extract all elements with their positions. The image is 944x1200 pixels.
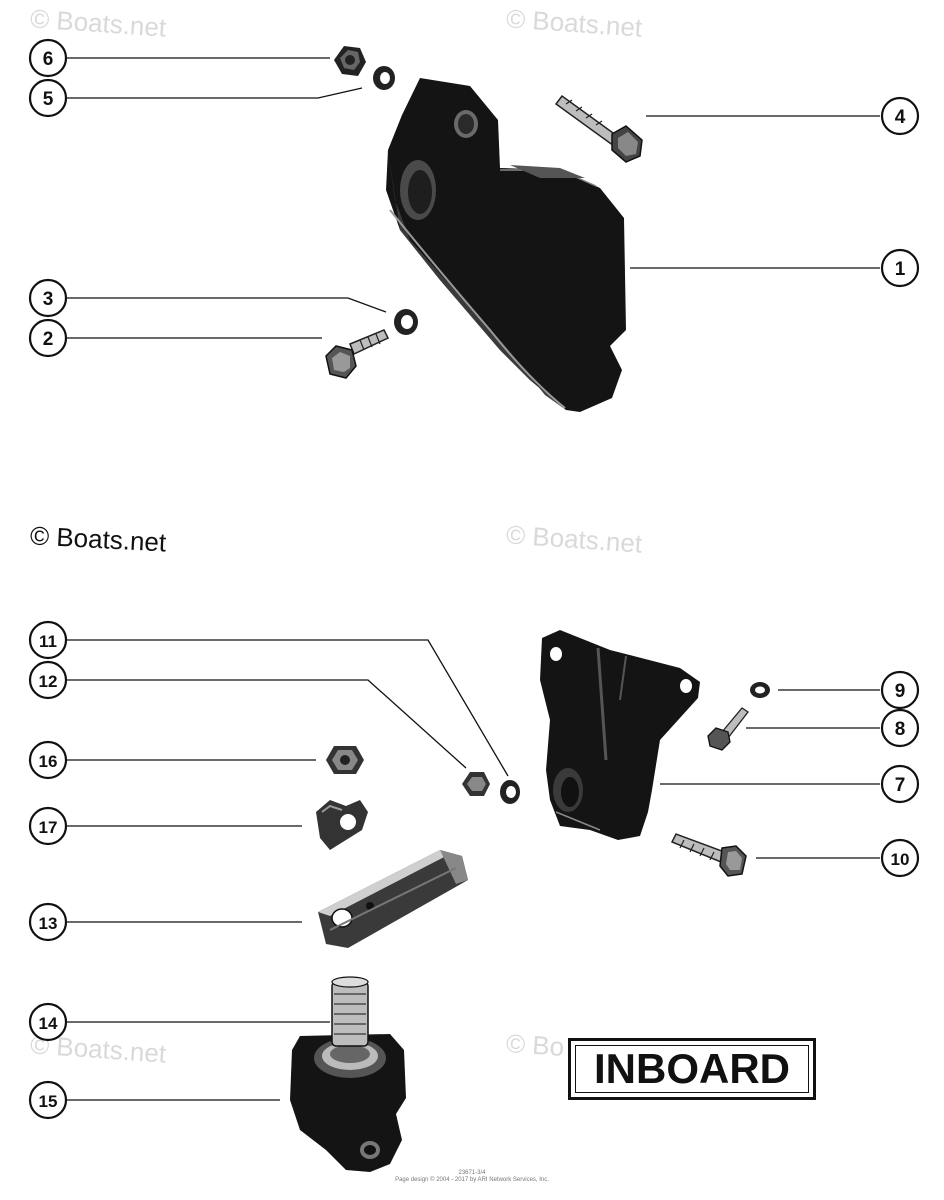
callout-17: 17 xyxy=(28,806,68,846)
footer: 23671-3/4 Page design © 2004 - 2017 by A… xyxy=(0,1170,944,1184)
rubber-mount-part xyxy=(290,976,406,1172)
callout-6: 6 xyxy=(28,38,68,78)
bolt-part xyxy=(554,94,643,163)
callout-15: 15 xyxy=(28,1080,68,1120)
nut-part xyxy=(326,746,364,774)
nut-part xyxy=(334,46,366,76)
leader-lines-top xyxy=(66,57,880,339)
inboard-label: INBOARD xyxy=(575,1045,809,1093)
svg-text:5: 5 xyxy=(43,89,54,110)
bolt-part xyxy=(670,833,747,877)
callout-circles: 6 5 4 1 3 2 11 xyxy=(28,38,920,1120)
svg-text:11: 11 xyxy=(39,632,57,651)
callout-5: 5 xyxy=(28,78,68,118)
washer-part xyxy=(500,780,520,804)
svg-text:16: 16 xyxy=(39,752,58,771)
svg-text:2: 2 xyxy=(43,329,54,350)
svg-text:14: 14 xyxy=(39,1014,58,1033)
leader-lines-bottom xyxy=(66,639,880,1101)
callout-12: 12 xyxy=(28,660,68,700)
washer-part xyxy=(750,682,770,698)
callout-8: 8 xyxy=(880,708,920,748)
svg-text:9: 9 xyxy=(895,681,906,702)
svg-text:4: 4 xyxy=(895,107,906,128)
callout-7: 7 xyxy=(880,764,920,804)
callout-10: 10 xyxy=(880,838,920,878)
front-mount-bracket xyxy=(386,78,626,412)
callout-2: 2 xyxy=(28,318,68,358)
bolt-part xyxy=(325,329,390,379)
svg-text:17: 17 xyxy=(39,818,58,837)
svg-text:13: 13 xyxy=(39,914,58,933)
washer-part xyxy=(373,66,395,90)
callout-16: 16 xyxy=(28,740,68,780)
callout-13: 13 xyxy=(28,902,68,942)
rear-mount-bracket xyxy=(540,630,700,840)
nut-part xyxy=(462,772,490,796)
stud-bar-part xyxy=(318,850,468,948)
callout-3: 3 xyxy=(28,278,68,318)
svg-text:12: 12 xyxy=(39,672,58,691)
footer-copyright: Page design © 2004 - 2017 by ARI Network… xyxy=(395,1177,549,1183)
svg-text:10: 10 xyxy=(891,850,910,869)
svg-text:3: 3 xyxy=(43,289,54,310)
svg-text:1: 1 xyxy=(895,259,906,280)
washer-part xyxy=(394,309,418,335)
bolt-part xyxy=(707,707,749,751)
callout-9: 9 xyxy=(880,670,920,710)
callout-14: 14 xyxy=(28,1002,68,1042)
svg-text:7: 7 xyxy=(895,775,906,796)
inboard-label-box: INBOARD xyxy=(568,1038,816,1100)
callout-4: 4 xyxy=(880,96,920,136)
footer-code: 23671-3/4 xyxy=(458,1170,486,1176)
svg-text:8: 8 xyxy=(895,719,906,740)
callout-11: 11 xyxy=(28,620,68,660)
callout-1: 1 xyxy=(880,248,920,288)
lock-plate-part xyxy=(316,800,368,850)
svg-text:15: 15 xyxy=(39,1092,58,1111)
svg-text:6: 6 xyxy=(43,49,54,70)
